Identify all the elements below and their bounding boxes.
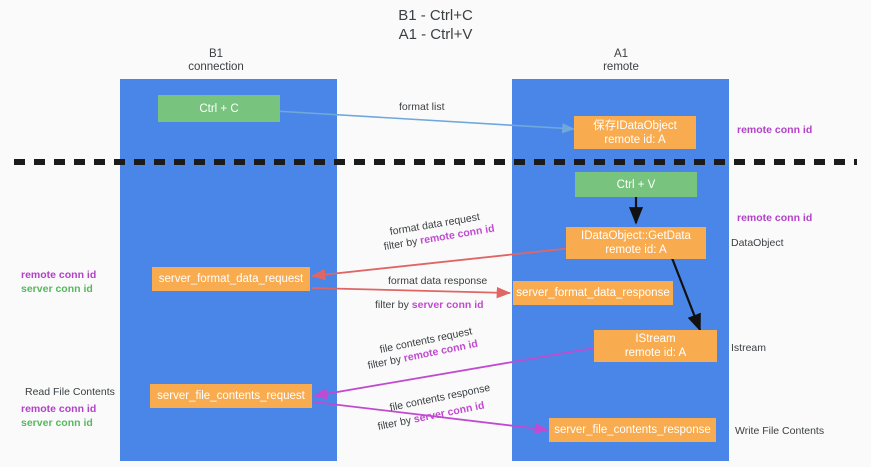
node-server-format-data-request-label: server_format_data_request: [158, 273, 304, 285]
node-save-idataobject-sublabel: remote id: A: [604, 133, 666, 146]
node-idataobject-getdata[interactable]: IDataObject::GetData remote id: A: [566, 227, 706, 259]
node-istream-label: IStream: [635, 333, 676, 345]
annotation-right-dataobject: DataObject: [731, 237, 784, 249]
edge-label-format-list: format list: [399, 101, 445, 114]
edge-label-format-data-response-filter: filter by server conn id: [375, 299, 484, 312]
node-istream-sublabel: remote id: A: [624, 347, 687, 359]
annotation-right-istream: Istream: [731, 342, 767, 354]
edge-file-contents-response: [313, 401, 550, 435]
annotation-left-remote-conn-id-2: remote conn id: [21, 403, 97, 415]
node-server-format-data-request[interactable]: server_format_data_request: [152, 267, 310, 291]
edge-format-list: [274, 110, 575, 134]
node-server-file-contents-request[interactable]: server_file_contents_request: [150, 384, 312, 408]
annotation-left-server-conn-id: server conn id: [21, 283, 93, 295]
node-ctrl-v[interactable]: Ctrl + V: [575, 172, 697, 197]
node-server-file-contents-response[interactable]: server_file_contents_response: [549, 418, 716, 442]
edge-file-contents-request: [312, 347, 595, 400]
edge-format-data-response: [311, 286, 512, 299]
node-ctrl-c-label: Ctrl + C: [199, 102, 239, 115]
node-ctrl-c[interactable]: Ctrl + C: [158, 95, 280, 122]
annotation-left-conn-ids: remote conn id server conn id: [21, 268, 96, 296]
node-server-format-data-response[interactable]: server_format_data_response: [513, 281, 673, 305]
filter-key-server-conn-id: server conn id: [411, 299, 484, 311]
filter-prefix: filter by: [375, 299, 412, 311]
node-server-file-contents-request-label: server_file_contents_request: [157, 390, 305, 402]
annotation-left-conn-ids-2: remote conn id server conn id: [21, 402, 96, 430]
node-server-file-contents-response-label: server_file_contents_response: [554, 424, 711, 436]
node-save-idataobject[interactable]: 保存IDataObject remote id: A: [574, 116, 696, 149]
edge-format-data-request: [310, 247, 573, 281]
node-istream[interactable]: IStream remote id: A: [594, 330, 717, 362]
lane-header-a1: A1 remote: [603, 48, 639, 73]
annotation-right-remote-conn-id-mid: remote conn id: [737, 212, 813, 224]
annotation-left-remote-conn-id: remote conn id: [21, 269, 97, 281]
annotation-left-read-file-contents: Read File Contents: [25, 386, 115, 398]
annotation-right-remote-conn-id-top: remote conn id: [737, 124, 813, 136]
node-save-idataobject-label: 保存IDataObject: [593, 119, 677, 132]
node-server-format-data-response-label: server_format_data_response: [516, 287, 670, 299]
node-idataobject-getdata-sublabel: remote id: A: [605, 244, 667, 256]
annotation-right-write-file-contents: Write File Contents: [735, 425, 825, 437]
edge-getdata-to-istream: [670, 257, 702, 332]
lane-header-b1: B1 connection: [188, 48, 244, 73]
edge-label-format-data-response-text: format data response: [388, 275, 488, 287]
annotation-left-server-conn-id-2: server conn id: [21, 417, 93, 429]
diagram-title: B1 - Ctrl+C A1 - Ctrl+V: [398, 7, 473, 43]
edge-label-format-data-response: format data response: [388, 275, 487, 288]
node-idataobject-getdata-label: IDataObject::GetData: [581, 230, 691, 242]
edge-label-format-list-text: format list: [399, 101, 445, 113]
node-ctrl-v-label: Ctrl + V: [616, 178, 656, 191]
